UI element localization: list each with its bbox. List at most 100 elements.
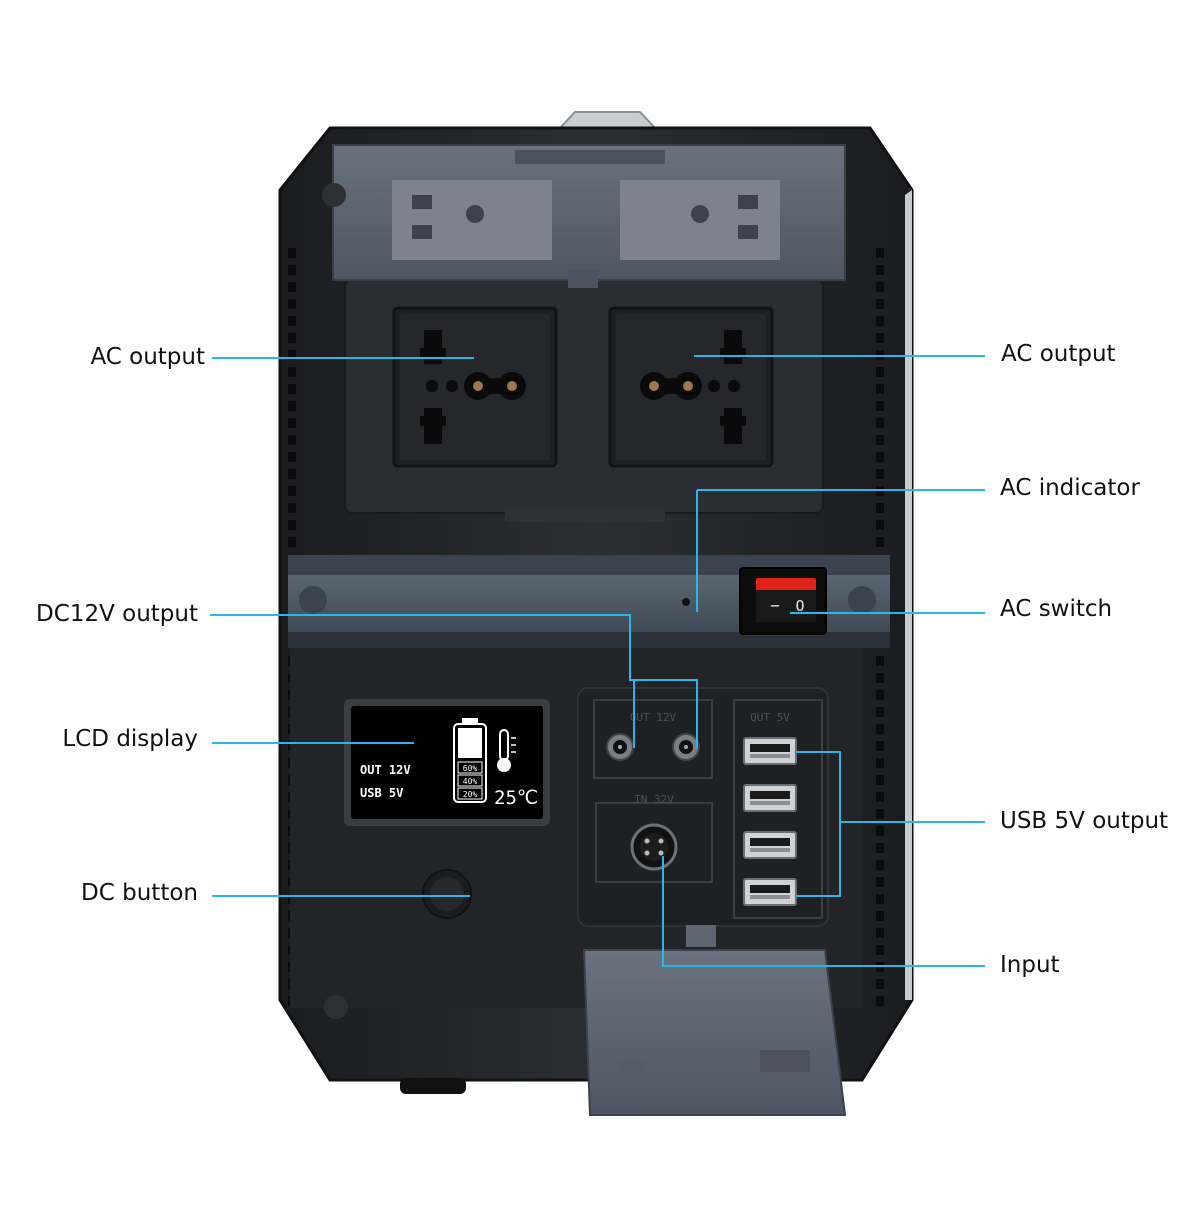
vent-slot	[876, 826, 884, 836]
vent-slot	[876, 758, 884, 768]
vent-slot	[288, 537, 296, 547]
dc-button[interactable]	[422, 869, 472, 919]
ac-cover-lid[interactable]	[332, 144, 846, 288]
leader-line	[696, 489, 985, 612]
vent-slot	[876, 384, 884, 394]
port-label-out-12v: OUT 12V	[630, 711, 677, 724]
ac-switch[interactable]: − O	[739, 567, 827, 635]
callout-usb-5v-output: USB 5V output	[1000, 808, 1169, 834]
vent-slot	[876, 945, 884, 955]
vent-slot	[876, 282, 884, 292]
vent-slot	[876, 401, 884, 411]
callout-ac-output-right: AC output	[1001, 341, 1116, 367]
callout-lcd-display: LCD display	[62, 726, 198, 752]
ac-indicator-led	[682, 598, 690, 606]
vent-slot	[876, 979, 884, 989]
vent-slot	[876, 911, 884, 921]
vent-slot	[288, 316, 296, 326]
lcd-line-out: OUT 12V	[360, 763, 411, 777]
vent-slot	[876, 503, 884, 513]
lcd-line-usb: USB 5V	[360, 786, 403, 800]
vent-slot	[288, 418, 296, 428]
vent-slot	[288, 282, 296, 292]
vent-slot	[876, 248, 884, 258]
vent-slot	[876, 724, 884, 734]
side-vents-right	[876, 248, 884, 1006]
port-cover-flap[interactable]	[582, 925, 847, 1116]
vent-slot	[288, 384, 296, 394]
ac-socket-right[interactable]	[608, 306, 774, 468]
usb-port[interactable]	[743, 784, 797, 812]
vent-slot	[288, 265, 296, 275]
ac-switch-on-symbol: −	[770, 596, 780, 615]
vent-slot	[288, 452, 296, 462]
usb-port[interactable]	[743, 737, 797, 765]
vent-slot	[288, 469, 296, 479]
lcd-thermometer-icon	[497, 729, 516, 772]
vent-slot	[876, 690, 884, 700]
vent-slot	[876, 996, 884, 1006]
vent-slot	[288, 503, 296, 513]
vent-slot	[876, 673, 884, 683]
vent-slot	[876, 333, 884, 343]
vent-slot	[288, 435, 296, 445]
vent-slot	[876, 299, 884, 309]
leader-line	[630, 679, 698, 748]
vent-slot	[876, 316, 884, 326]
carry-handle	[557, 111, 658, 129]
vent-slot	[288, 333, 296, 343]
port-label-out-5v: OUT 5V	[750, 711, 790, 724]
vent-slot	[288, 299, 296, 309]
vent-slot	[876, 367, 884, 377]
vent-slot	[876, 707, 884, 717]
device-foot	[400, 1078, 466, 1094]
lcd-battery-icon: 60% 40% 20%	[453, 718, 487, 803]
ac-switch-off-symbol: O	[795, 597, 804, 615]
vent-slot	[288, 486, 296, 496]
dc12v-port-2[interactable]	[672, 733, 700, 761]
vent-slot	[876, 809, 884, 819]
port-label-in-32v: IN 32V	[634, 793, 674, 806]
usb-port[interactable]	[743, 878, 797, 906]
dc-input-port[interactable]	[630, 823, 678, 871]
vent-slot	[876, 520, 884, 530]
vent-slot	[288, 248, 296, 258]
callout-ac-switch: AC switch	[1000, 596, 1113, 622]
vent-slot	[876, 877, 884, 887]
lcd-level-40: 40%	[463, 777, 478, 786]
dc12v-port-1[interactable]	[606, 733, 634, 761]
vent-slot	[876, 741, 884, 751]
lcd-level-60: 60%	[463, 764, 478, 773]
vent-slot	[288, 401, 296, 411]
usb-port[interactable]	[743, 831, 797, 859]
vent-slot	[876, 775, 884, 785]
vent-slot	[876, 265, 884, 275]
lcd-display: OUT 12V USB 5V 60% 40% 20% 25℃	[344, 699, 550, 826]
vent-slot	[876, 843, 884, 853]
callout-ac-output-left: AC output	[90, 344, 205, 370]
leader-line	[662, 856, 985, 967]
vent-slot	[288, 520, 296, 530]
vent-slot	[876, 435, 884, 445]
callout-dc12v-output: DC12V output	[36, 601, 198, 627]
usb-port-group	[743, 737, 797, 906]
vent-slot	[876, 469, 884, 479]
lcd-temperature: 25℃	[494, 787, 538, 809]
callout-ac-indicator: AC indicator	[1000, 475, 1140, 501]
vent-slot	[288, 350, 296, 360]
callout-input: Input	[1000, 952, 1060, 978]
vent-slot	[876, 792, 884, 802]
vent-slot	[876, 860, 884, 870]
ac-socket-left[interactable]	[392, 306, 558, 468]
leader-line	[796, 751, 985, 897]
vent-slot	[876, 537, 884, 547]
vent-slot	[876, 418, 884, 428]
callout-dc-button: DC button	[81, 880, 198, 906]
vent-slot	[876, 452, 884, 462]
vent-slot	[876, 928, 884, 938]
leader-lines	[210, 355, 985, 967]
vent-slot	[288, 367, 296, 377]
vent-slot	[876, 894, 884, 904]
